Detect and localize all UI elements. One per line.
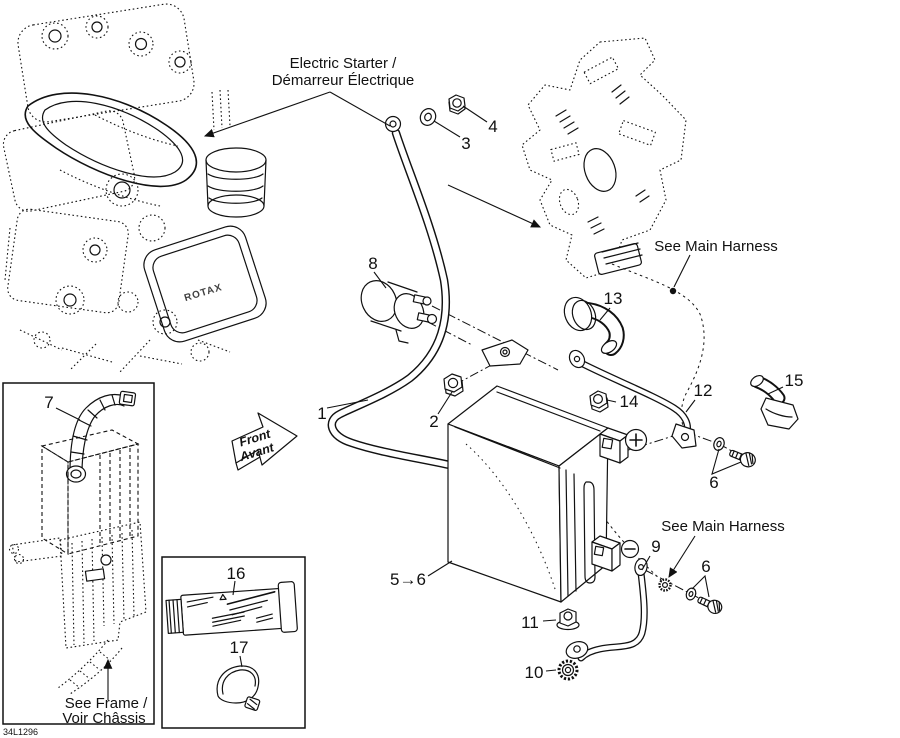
callout-15: 15 — [785, 371, 804, 390]
callout-17: 17 — [230, 638, 249, 657]
service-products-inset — [161, 556, 306, 729]
see-main-harness-top-label: See Main Harness — [654, 238, 777, 255]
callout-8: 8 — [368, 254, 377, 273]
see-main-harness-bottom-label: See Main Harness — [661, 518, 784, 535]
washer-6-top — [713, 437, 725, 451]
callout-5-6: 5→6 — [390, 570, 426, 589]
harness-point-marker — [669, 287, 677, 295]
drawing-code: 34L1296 — [3, 727, 38, 737]
see-frame-label-fr: Voir Châssis — [62, 710, 145, 727]
star-washer-ground — [658, 578, 672, 592]
callout-numbers: 1 2 3 4 5→6 6 6 7 8 9 10 11 12 13 14 15 … — [44, 117, 803, 682]
see-frame-label-en: See Frame / — [65, 695, 148, 712]
battery — [447, 385, 629, 603]
callout-16: 16 — [227, 564, 246, 583]
electric-starter-label-fr: Démarreur Électrique — [272, 72, 415, 89]
nut-14 — [589, 390, 609, 413]
callout-4: 4 — [488, 117, 497, 136]
battery-install-inset — [2, 382, 155, 725]
callout-9: 9 — [651, 537, 660, 556]
callout-14: 14 — [620, 392, 639, 411]
callout-3: 3 — [461, 134, 470, 153]
starter-bracket — [447, 37, 687, 279]
grease-tube — [165, 581, 298, 636]
callout-1: 1 — [317, 404, 326, 423]
boot-17 — [216, 665, 261, 711]
engine-assembly: ROTAX — [2, 3, 267, 373]
starter-solenoid — [360, 280, 529, 367]
nut-4 — [448, 94, 466, 115]
callout-6-top: 6 — [709, 473, 718, 492]
electric-starter-label-en: Electric Starter / — [290, 55, 398, 72]
bolt-6-top — [729, 449, 756, 468]
callout-7: 7 — [44, 393, 53, 412]
polarity-symbols — [620, 428, 648, 559]
battery-cable-negative — [565, 557, 648, 662]
terminal-boot-13 — [563, 296, 625, 356]
washer-3 — [419, 108, 437, 126]
star-washer-10 — [557, 659, 579, 681]
callout-10: 10 — [525, 663, 544, 682]
callout-11: 11 — [521, 613, 539, 632]
leader-lines — [55, 91, 784, 672]
callout-12: 12 — [694, 381, 713, 400]
bolt-6-bottom — [697, 596, 723, 615]
terminal-boot-15 — [750, 374, 799, 430]
nut-2 — [443, 373, 464, 397]
callout-6-bottom: 6 — [701, 557, 710, 576]
washer-6-bottom — [685, 587, 697, 601]
front-direction-arrow: Front Avant — [231, 412, 298, 471]
battery-cable-positive — [568, 349, 697, 449]
text-labels: Electric Starter / Démarreur Électrique … — [3, 55, 785, 737]
ring-terminal — [384, 115, 402, 133]
flange-nut-11 — [556, 608, 580, 631]
callout-2: 2 — [429, 412, 438, 431]
callout-13: 13 — [604, 289, 623, 308]
